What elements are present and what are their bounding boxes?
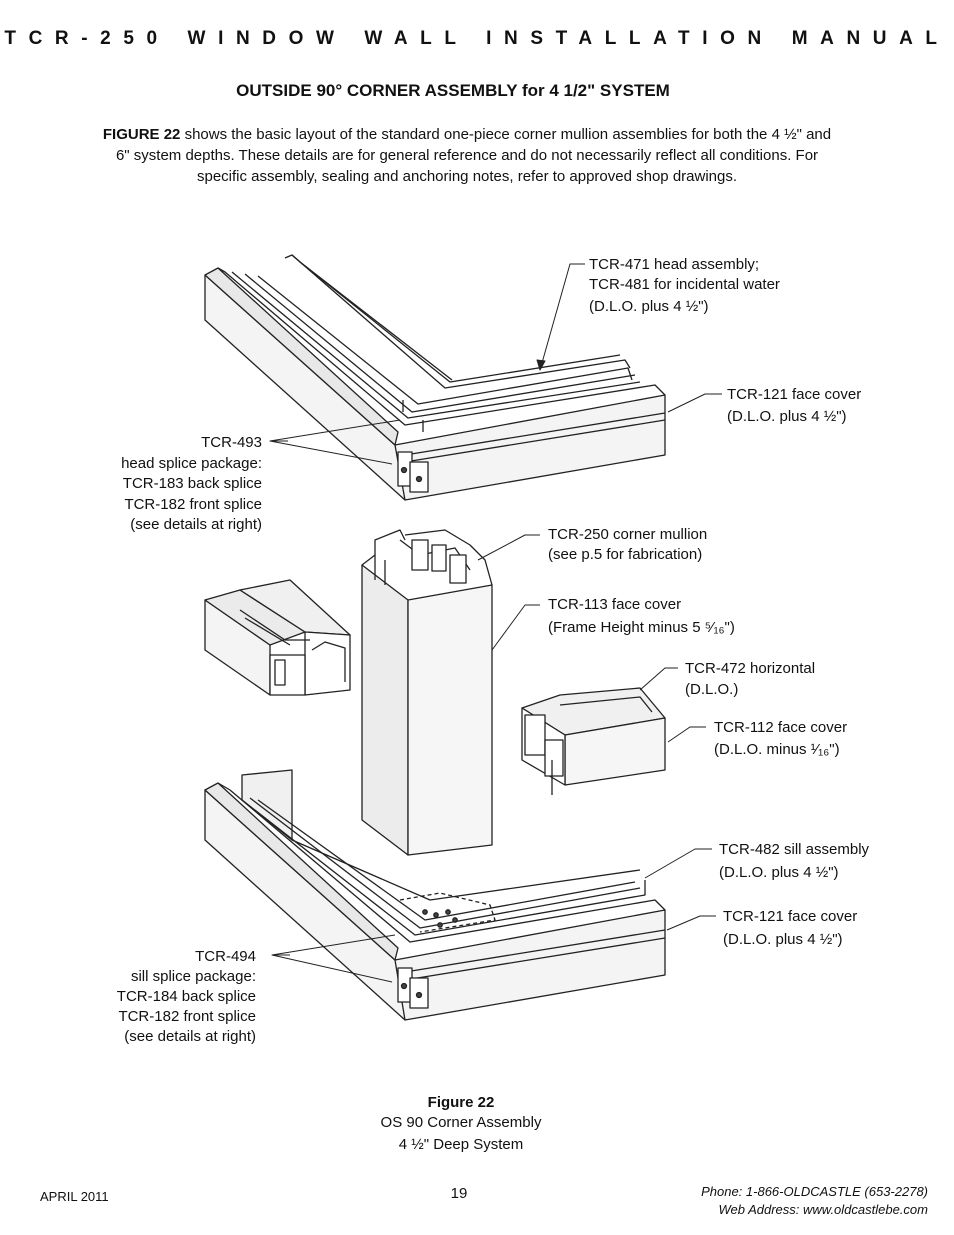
label-head-splice-2: head splice package:: [121, 455, 262, 472]
section-title: OUTSIDE 90° CORNER ASSEMBLY for 4 1/2" S…: [236, 81, 670, 100]
label-head-assembly-1: TCR-471 head assembly;: [589, 256, 759, 273]
intro-line-1: shows the basic layout of the standard o…: [180, 126, 832, 143]
label-horizontal-2: (D.L.O.): [685, 681, 738, 698]
figure-caption-line-2: 4 ½" Deep System: [398, 1136, 524, 1153]
intro-line-2: 6" system depths. These details are for …: [115, 147, 819, 164]
label-face-cover-bottom-1: TCR-121 face cover: [723, 908, 857, 925]
intro-line-3: specific assembly, sealing and anchoring…: [196, 168, 738, 185]
figure-caption-title: Figure 22: [427, 1094, 495, 1111]
label-head-splice-4: TCR-182 front splice: [124, 496, 262, 513]
label-sill-assembly-2: (D.L.O. plus 4 ½"): [719, 864, 839, 881]
label-sill-splice-2: sill splice package:: [131, 968, 256, 985]
label-corner-mullion-1: TCR-250 corner mullion: [548, 526, 707, 543]
label-sill-splice-3: TCR-184 back splice: [117, 988, 256, 1005]
footer-web: Web Address: www.oldcastlebe.com: [718, 1202, 928, 1217]
callout-labels: TCR-471 head assembly; TCR-481 for incid…: [117, 256, 870, 1045]
label-sill-splice-5: (see details at right): [124, 1028, 256, 1045]
right-horizontal-drawing: [521, 687, 666, 795]
label-corner-mullion-2: (see p.5 for fabrication): [548, 546, 702, 563]
label-face-cover-top-1: TCR-121 face cover: [727, 386, 861, 403]
corner-mullion-drawing: [361, 529, 493, 856]
label-face-cover-112-2: (D.L.O. minus ¹⁄₁₆"): [714, 741, 840, 758]
label-face-cover-113-1: TCR-113 face cover: [548, 596, 681, 613]
label-horizontal-1: TCR-472 horizontal: [685, 660, 815, 677]
label-face-cover-top-2: (D.L.O. plus 4 ½"): [727, 408, 847, 425]
label-head-assembly-3: (D.L.O. plus 4 ½"): [589, 298, 709, 315]
head-assembly-drawing: [204, 254, 666, 501]
label-face-cover-113-2: (Frame Height minus 5 ⁵⁄₁₆"): [548, 619, 735, 636]
figure-reference: FIGURE 22: [102, 126, 181, 143]
leader-lines: [269, 263, 722, 983]
intro-paragraph: FIGURE 22 shows the basic layout of the …: [62, 124, 872, 187]
footer-contact: Phone: 1-866-OLDCASTLE (653-2278) Web Ad…: [701, 1183, 928, 1219]
label-face-cover-112-1: TCR-112 face cover: [714, 719, 847, 736]
label-face-cover-bottom-2: (D.L.O. plus 4 ½"): [723, 931, 843, 948]
label-head-splice-3: TCR-183 back splice: [123, 475, 262, 492]
figure-caption-line-1: OS 90 Corner Assembly: [380, 1114, 542, 1131]
manual-header: TCR-250 WINDOW WALL INSTALLATION MANUAL: [4, 28, 950, 49]
footer-date: APRIL 2011: [40, 1189, 109, 1204]
label-sill-splice-1: TCR-494: [195, 948, 256, 965]
label-head-splice-5: (see details at right): [130, 516, 262, 533]
page-number: 19: [450, 1185, 468, 1202]
label-sill-assembly-1: TCR-482 sill assembly: [719, 841, 870, 858]
sill-assembly-drawing: [204, 769, 666, 1021]
label-head-splice-1: TCR-493: [201, 434, 262, 451]
label-head-assembly-2: TCR-481 for incidental water: [589, 276, 780, 293]
left-horizontal-drawing: [204, 579, 351, 696]
label-sill-splice-4: TCR-182 front splice: [118, 1008, 256, 1025]
footer-phone: Phone: 1-866-OLDCASTLE (653-2278): [701, 1184, 928, 1199]
